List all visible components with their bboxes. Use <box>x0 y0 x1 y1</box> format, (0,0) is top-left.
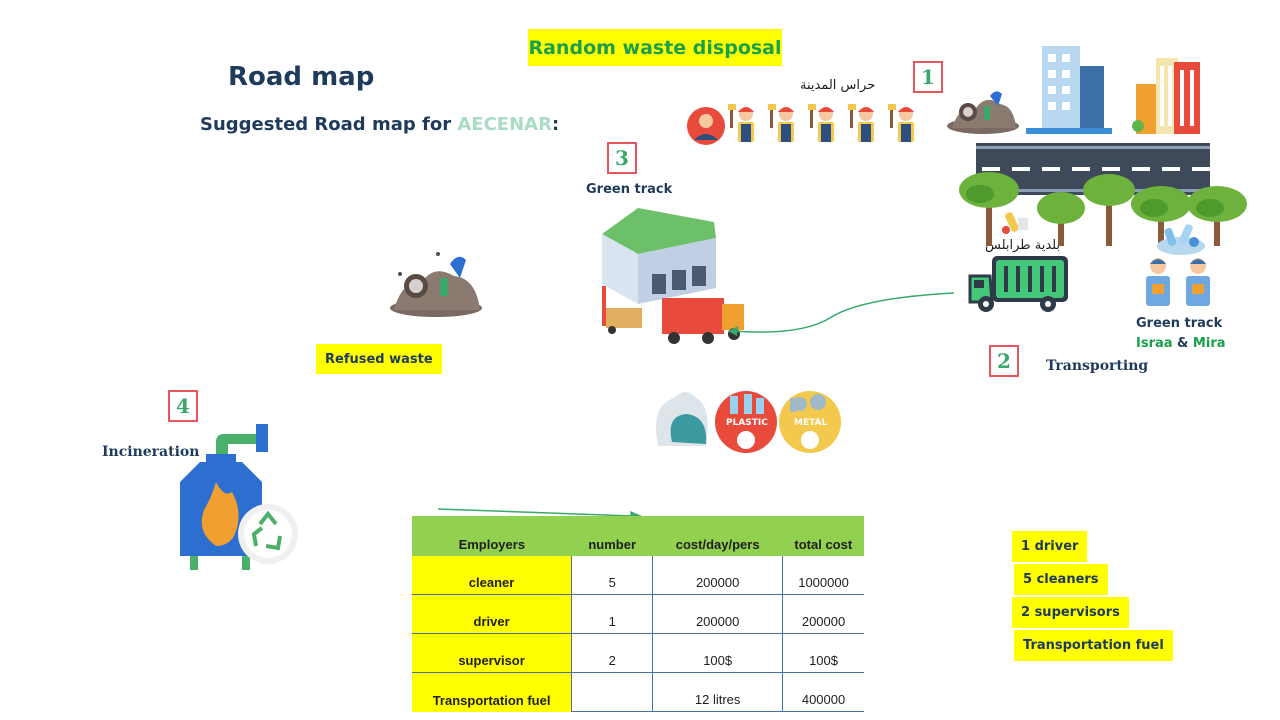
random-waste-disposal-box: Random waste disposal <box>528 29 782 66</box>
summary-supervisors: 2 supervisors <box>1012 597 1129 628</box>
cell-number: 2 <box>571 633 654 673</box>
name-mira: Mira <box>1192 336 1226 351</box>
cell-employer: Transportation fuel <box>412 672 573 712</box>
transporting-label: Transporting <box>1046 358 1149 374</box>
cell-employer: driver <box>412 594 573 634</box>
summary-driver: 1 driver <box>1012 531 1088 562</box>
refused-waste-box: Refused waste <box>316 344 442 374</box>
col-number: number <box>571 516 653 556</box>
names-ampersand: & <box>1172 336 1193 351</box>
subtitle-brand: AECENAR <box>457 114 552 135</box>
green-track-label-top: Green track <box>586 182 673 197</box>
incinerator-icon <box>180 424 298 570</box>
col-cost-per-day: cost/day/pers <box>652 516 783 556</box>
page-title: Road map <box>228 62 375 92</box>
green-track-workers-icon <box>1146 258 1210 306</box>
step-3-box: 3 <box>607 142 637 174</box>
table-row: driver 1 200000 200000 <box>412 594 864 634</box>
city-guards-label: حراس المدينة <box>800 78 876 93</box>
col-employers: Employers <box>412 516 572 556</box>
trees-icon <box>959 172 1247 246</box>
plastic-pile-icon <box>1157 224 1205 255</box>
summary-fuel: Transportation fuel <box>1014 630 1173 661</box>
warehouse-icon <box>602 208 744 344</box>
cell-total: 400000 <box>782 672 864 712</box>
cell-cost: 12 litres <box>652 672 784 712</box>
cell-number: 5 <box>571 556 654 595</box>
litter-icon <box>1002 212 1028 234</box>
table-header-row: Employers number cost/day/pers total cos… <box>412 516 864 556</box>
step-2-box: 2 <box>989 345 1019 377</box>
summary-cleaners: 5 cleaners <box>1014 564 1108 595</box>
name-israa: Israa <box>1136 336 1173 351</box>
plastic-bin-label: PLASTIC <box>726 418 768 428</box>
cell-employer: cleaner <box>412 556 573 595</box>
cell-employer: supervisor <box>412 633 573 673</box>
cell-cost: 200000 <box>652 556 784 595</box>
recycle-bins-icon <box>656 391 841 453</box>
incineration-label: Incineration <box>102 444 200 460</box>
municipality-label: بلدية طرابلس <box>985 238 1061 253</box>
green-track-label-right: Green track <box>1136 316 1223 331</box>
col-total-cost: total cost <box>782 516 864 556</box>
cell-total: 100$ <box>782 633 864 673</box>
cost-table: Employers number cost/day/pers total cos… <box>412 516 864 712</box>
metal-bin-label: METAL <box>794 418 828 428</box>
garbage-pile-icon <box>947 91 1019 134</box>
table-row: Transportation fuel 12 litres 400000 <box>412 672 864 712</box>
step-4-box: 4 <box>168 390 198 422</box>
table-row: cleaner 5 200000 1000000 <box>412 556 864 595</box>
supervisor-avatar-icon <box>687 107 725 145</box>
cell-total: 1000000 <box>782 556 864 595</box>
city-buildings-icon <box>1026 46 1200 134</box>
refused-waste-pile-icon <box>390 252 482 317</box>
step-1-box: 1 <box>913 61 943 93</box>
page-subtitle: Suggested Road map for AECENAR: <box>200 114 559 135</box>
transport-arrow <box>728 292 955 336</box>
garbage-truck-icon <box>968 256 1068 312</box>
cell-number: 1 <box>571 594 654 634</box>
subtitle-colon: : <box>551 114 560 135</box>
team-names: Israa & Mira <box>1136 336 1226 351</box>
cleaners-icon <box>728 104 914 142</box>
table-row: supervisor 2 100$ 100$ <box>412 633 864 673</box>
cell-cost: 200000 <box>652 594 784 634</box>
cell-cost: 100$ <box>652 633 784 673</box>
subtitle-prefix: Suggested Road map for <box>200 114 458 135</box>
cell-number <box>571 672 654 712</box>
cell-total: 200000 <box>782 594 864 634</box>
